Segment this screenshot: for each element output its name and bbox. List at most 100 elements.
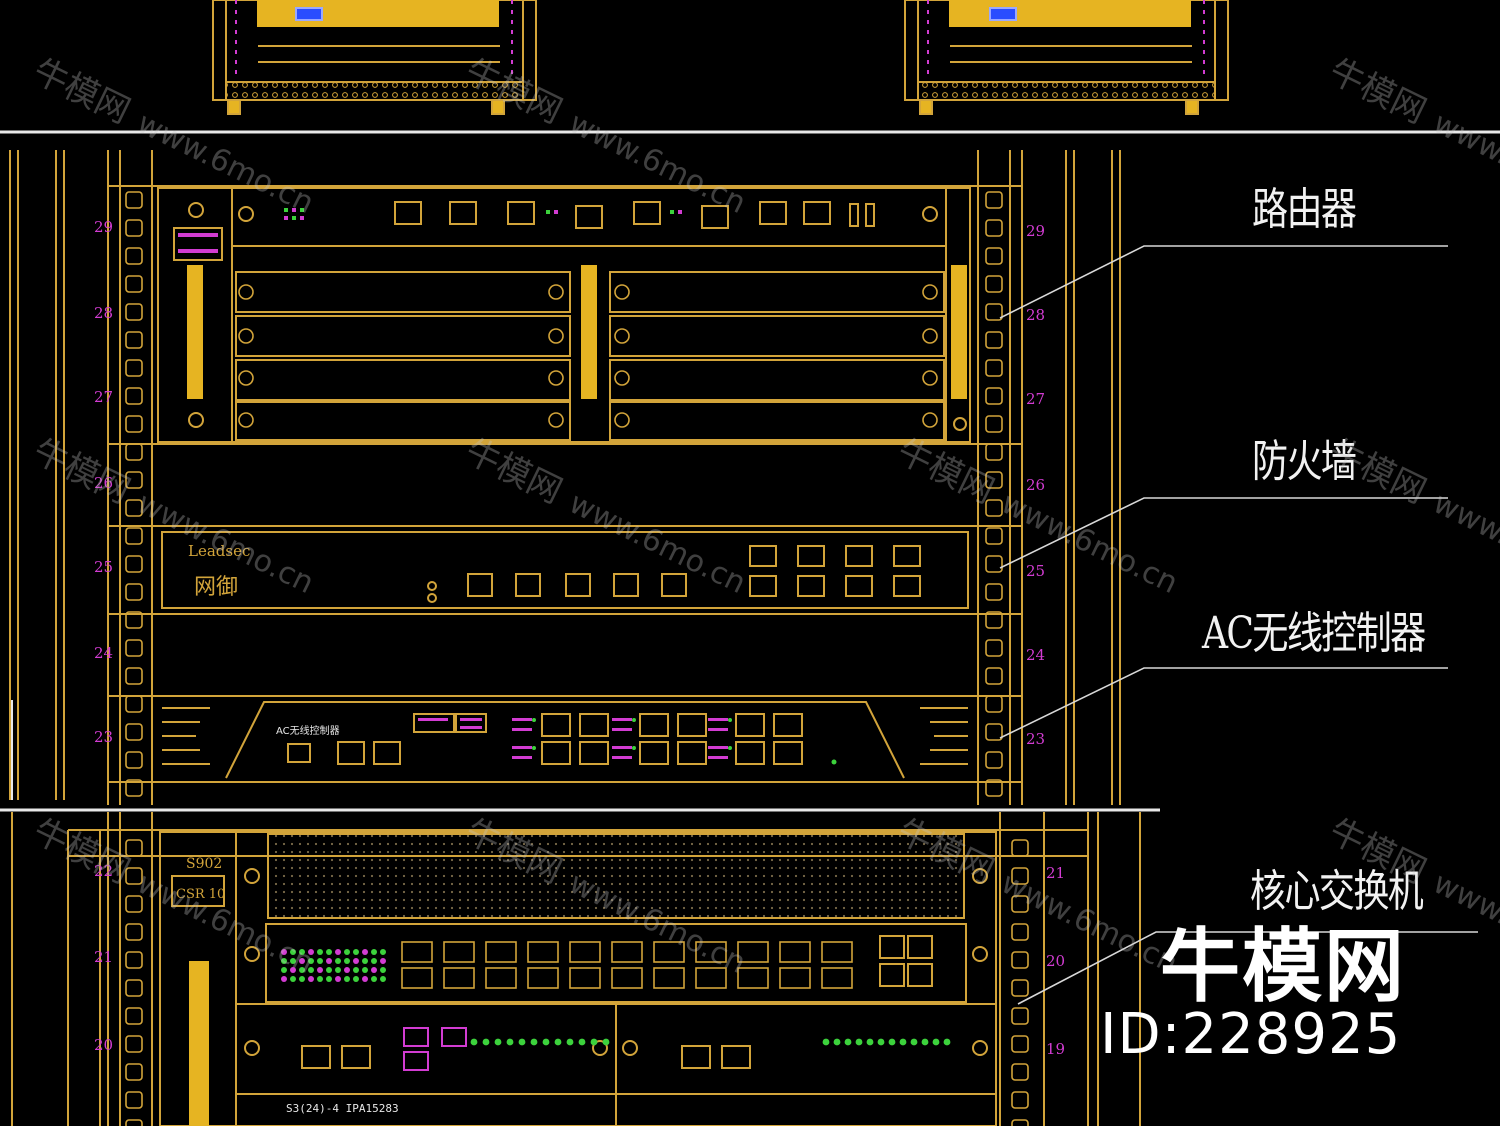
mount-hole [985,667,1003,685]
mount-hole [125,1035,143,1053]
status-led [590,1038,598,1046]
ac-leds [418,718,837,765]
status-led [308,967,314,973]
switch-card-text: S3(24)-4 IPA15283 [286,1102,399,1115]
mount-hole [1011,867,1029,885]
card-screw [238,412,254,428]
status-led [844,1038,852,1046]
status-led [910,1038,918,1046]
status-led [877,1038,885,1046]
rack-unit-number: 29 [94,218,113,236]
status-led [281,958,287,964]
status-led [353,967,359,973]
mount-hole [125,611,143,629]
mount-hole [1011,839,1029,857]
rack-unit-number: 25 [1026,562,1045,580]
status-led [855,1038,863,1046]
mount-hole [1011,979,1029,997]
switch-port [737,967,769,989]
ac-controller-chassis [162,701,968,779]
mount-hole [125,639,143,657]
status-led [308,949,314,955]
status-led [566,1038,574,1046]
mount-hole [985,387,1003,405]
switch-port [821,967,853,989]
rack-mount-holes-lower [125,839,1029,1126]
mount-hole [985,471,1003,489]
top-rack-left [212,0,537,115]
mount-hole [985,443,1003,461]
card-screws [238,284,938,428]
mount-hole [125,951,143,969]
mount-hole [125,219,143,237]
mount-hole [985,191,1003,209]
status-led [299,976,305,982]
mount-hole [125,1091,143,1109]
rack-mount-holes [125,191,1003,797]
status-led [542,1038,550,1046]
card-screw [238,328,254,344]
status-led [362,949,368,955]
core-switch-chassis [159,831,997,1126]
status-led [833,1038,841,1046]
top-rack-right [904,0,1229,115]
status-led [353,958,359,964]
label-firewall: 防火墙 [1252,436,1357,487]
status-led [943,1038,951,1046]
label-ac-controller: AC无线控制器 [1202,608,1426,659]
mount-hole [125,751,143,769]
status-led [578,1038,586,1046]
rack-unit-number: 28 [1026,306,1045,324]
mount-hole [985,359,1003,377]
mount-hole [125,979,143,997]
switch-model: S902 [186,856,222,872]
mount-hole [1011,1035,1029,1053]
status-led [530,1038,538,1046]
mount-hole [1011,951,1029,969]
rack-unit-number: 20 [1046,952,1065,970]
rack-unit-number: 24 [1026,646,1045,664]
mount-hole [125,895,143,913]
status-led [317,949,323,955]
card-screw [548,412,564,428]
mount-hole [125,471,143,489]
switch-port [695,941,727,963]
status-led [317,976,323,982]
mount-hole [125,695,143,713]
status-led [290,949,296,955]
mount-hole [985,303,1003,321]
status-led [899,1038,907,1046]
mount-hole [985,779,1003,797]
mount-hole [125,779,143,797]
mount-hole [985,751,1003,769]
mount-hole [985,275,1003,293]
mount-hole [985,723,1003,741]
ac-title: AC无线控制器 [276,724,340,737]
card-screw [614,328,630,344]
status-led [353,976,359,982]
mount-hole [125,867,143,885]
switch-port [401,941,433,963]
status-led [362,967,368,973]
mount-hole [125,191,143,209]
status-led [317,958,323,964]
core-switch-leds [281,949,951,1046]
label-core-switch: 核心交换机 [1250,866,1424,917]
status-led [290,976,296,982]
mount-hole [125,359,143,377]
card-screw [922,370,938,386]
status-led [371,958,377,964]
mount-hole [985,415,1003,433]
mount-hole [985,499,1003,517]
status-led [362,958,368,964]
rack-unit-number: 21 [94,948,113,966]
mount-hole [985,219,1003,237]
switch-port [611,967,643,989]
status-led [344,976,350,982]
switch-port [779,967,811,989]
mount-hole [125,527,143,545]
mount-hole [125,443,143,461]
rack-unit-number: 26 [1026,476,1045,494]
status-led [380,949,386,955]
status-led [494,1038,502,1046]
